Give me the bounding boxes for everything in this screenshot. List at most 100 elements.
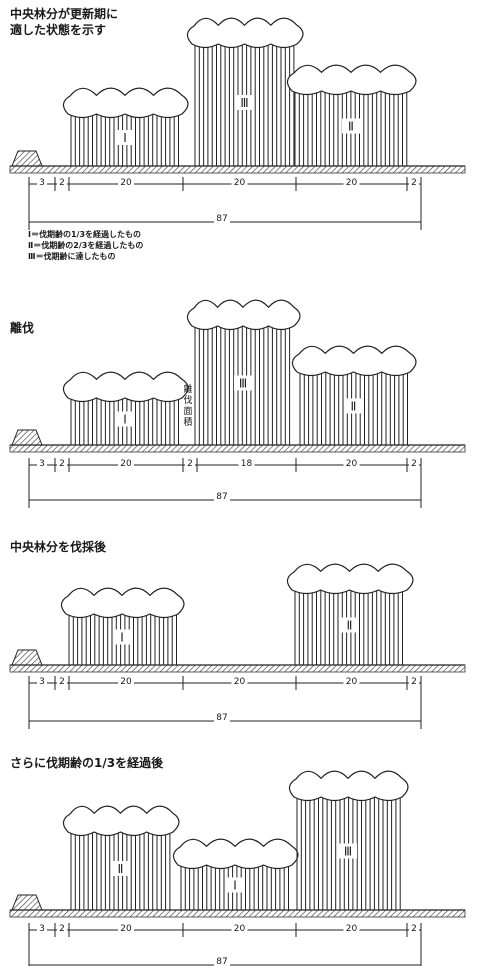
canopy-shape — [62, 805, 180, 837]
panel-2-stand-3-label: Ⅱ — [351, 400, 357, 414]
panel-4-stand-1: Ⅱ — [62, 805, 180, 910]
panel-2-gap-char: 積 — [183, 416, 192, 428]
panel-4-stand-2: Ⅰ — [172, 838, 299, 910]
panel-2-stand-2: Ⅲ — [186, 299, 301, 445]
panel-1-stand-1-label: Ⅰ — [123, 131, 127, 145]
segment-label-bg — [343, 923, 360, 933]
panel-2-stand-3: Ⅱ — [291, 345, 417, 445]
panel-2-stand-2-label: Ⅲ — [239, 377, 247, 391]
segment-label-bg — [231, 923, 248, 933]
segment-label-bg — [57, 676, 67, 686]
total-label-bg — [214, 492, 230, 501]
panel-3-segment-label: 20 — [234, 677, 246, 687]
legend-item-1: Ⅰ＝伐期齢の1/3を経過したもの — [28, 230, 142, 239]
stand-label-bg — [111, 861, 130, 876]
panel-1-title: 中央林分が更新期に 適した状態を示す — [10, 6, 118, 38]
canopy-shape — [62, 371, 189, 403]
panel-2-segment-label: 3 — [39, 459, 45, 469]
panel-2-segment-label: 20 — [120, 459, 132, 469]
panel-2-title: 離伐 — [10, 321, 35, 335]
segment-label-bg — [57, 458, 67, 468]
legend-item-2: Ⅱ＝伐期齢の2/3を経過したもの — [28, 241, 144, 250]
panel-2-segment-label: 18 — [241, 459, 253, 469]
panel-1-stand-2-label: Ⅲ — [240, 96, 248, 110]
total-label-bg — [214, 957, 230, 966]
panel-1-segment-label: 20 — [234, 178, 246, 188]
panel-3-segment-label: 20 — [346, 677, 358, 687]
panel-3-segment-label: 20 — [120, 677, 132, 687]
total-label-bg — [214, 214, 230, 223]
segment-label-bg — [37, 676, 47, 686]
stand-label-bg — [116, 130, 134, 145]
segment-label-bg — [57, 923, 67, 933]
panel-4-segment-label: 20 — [120, 924, 132, 934]
panel-2-segment-label: 2 — [411, 459, 417, 469]
canopy-shape — [291, 345, 417, 377]
panel-4-segment-label: 2 — [411, 924, 417, 934]
segment-label-bg — [238, 458, 255, 468]
segment-label-bg — [343, 676, 360, 686]
panel-2-segment-label: 20 — [346, 459, 358, 469]
panel-1-segment-label: 2 — [59, 178, 65, 188]
road-mound — [11, 429, 43, 446]
canopy-shape — [172, 838, 299, 870]
panel-3-stand-1: Ⅰ — [60, 587, 185, 665]
segment-label-bg — [185, 458, 195, 468]
segment-label-bg — [57, 177, 67, 187]
ground-band — [9, 444, 466, 453]
segment-label-bg — [37, 177, 47, 187]
segment-label-bg — [118, 177, 134, 187]
panel-4-segment-label: 20 — [234, 924, 246, 934]
panel-3-segment-label: 2 — [59, 677, 65, 687]
segment-label-bg — [409, 676, 419, 686]
ground-band — [9, 165, 466, 174]
canopy-shape — [286, 563, 414, 595]
canopy-shape — [286, 64, 417, 96]
ground-band — [9, 909, 466, 918]
panel-3-total-label: 87 — [216, 713, 227, 723]
stand-label-bg — [116, 411, 134, 427]
panel-4-stand-3: Ⅲ — [288, 770, 409, 910]
panel-1-title-line-2: 適した状態を示す — [10, 23, 107, 37]
legend: Ⅰ＝伐期齢の1/3を経過したもの Ⅱ＝伐期齢の2/3を経過したもの Ⅲ＝伐期齢に… — [28, 229, 143, 262]
stand-label-bg — [339, 843, 357, 859]
panel-1-title-line-1: 中央林分が更新期に — [10, 7, 119, 21]
panel-1-segment-label: 20 — [346, 178, 358, 188]
panel-1-stand-2: Ⅲ — [186, 17, 304, 166]
panel-3-stand-3: Ⅱ — [286, 563, 414, 665]
canopy-shape — [288, 770, 409, 802]
panel-2-stand-1-label: Ⅰ — [123, 413, 127, 427]
road-mound — [11, 894, 43, 911]
segment-label-bg — [37, 458, 47, 468]
panel-2-stand-1: Ⅰ — [62, 371, 189, 445]
segment-label-bg — [231, 676, 248, 686]
stand-label-bg — [340, 617, 359, 633]
ground-band — [9, 664, 466, 673]
panel-3-title: 中央林分を伐採後 — [10, 540, 107, 554]
panel-2-gap-char: 離 — [183, 383, 192, 395]
stand-label-bg — [235, 95, 254, 110]
segment-label-bg — [409, 458, 419, 468]
segment-label-bg — [409, 177, 419, 187]
stand-label-bg — [113, 629, 131, 645]
panel-1-stand-3-label: Ⅱ — [348, 120, 354, 134]
panel-3-stand-3-label: Ⅱ — [347, 619, 353, 633]
stand-label-bg — [234, 375, 252, 391]
panel-1-stand-3: Ⅱ — [286, 64, 417, 166]
panel-4-segment-label: 3 — [39, 924, 45, 934]
total-label-bg — [214, 713, 230, 722]
canopy-shape — [60, 587, 185, 619]
segment-label-bg — [37, 923, 47, 933]
stand-label-bg — [344, 398, 363, 414]
panel-4-stand-1-label: Ⅱ — [118, 862, 124, 876]
panel-2-gap-char: 伐 — [183, 394, 192, 406]
segment-label-bg — [118, 923, 134, 933]
panel-1-segment-label: 3 — [39, 178, 45, 188]
panel-3-segment-label: 3 — [39, 677, 45, 687]
panel-1-total-label: 87 — [216, 214, 227, 224]
